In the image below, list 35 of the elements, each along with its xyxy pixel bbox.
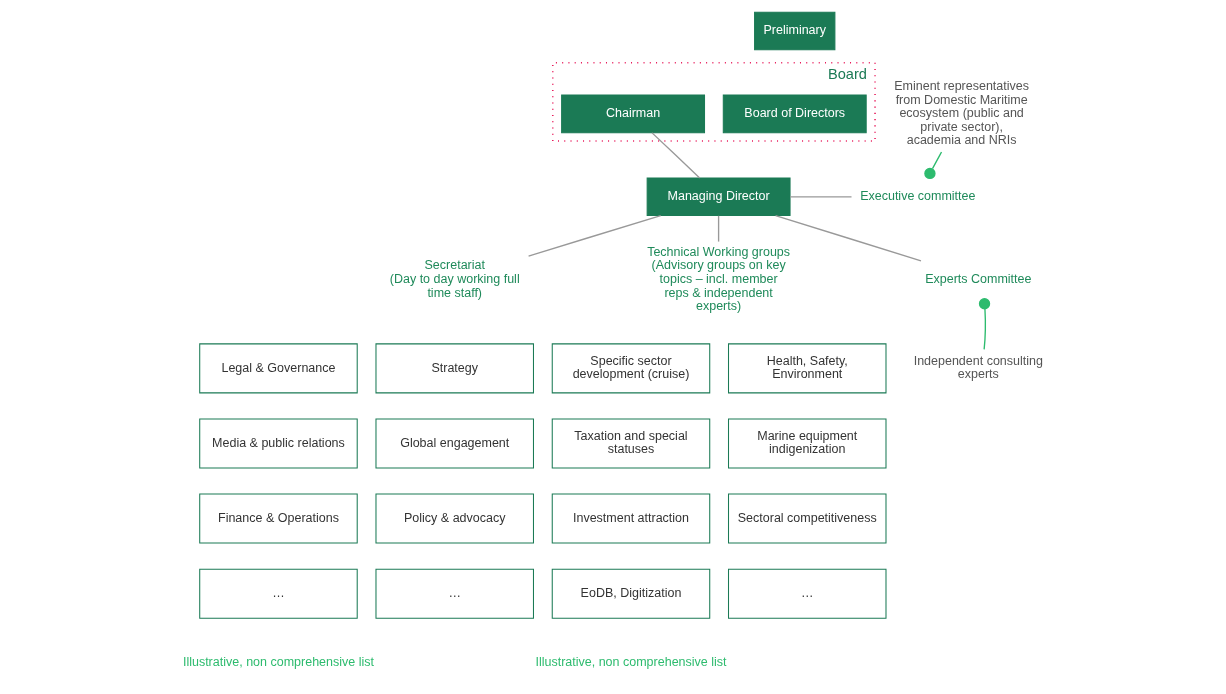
node-text: Experts Committee [925, 271, 1032, 286]
node-box: Policy & advocacy [375, 493, 534, 544]
node-box: Sectoral competitiveness [728, 493, 887, 544]
node-box: Investment attraction [551, 493, 711, 544]
node-box: Managing Director [646, 177, 791, 217]
label: Preliminary [763, 23, 826, 38]
node-box: Global engagement [375, 418, 534, 469]
connector [978, 298, 991, 351]
connector [924, 151, 943, 180]
node-box: Health, Safety, Environment [728, 343, 887, 394]
node-box: Board of Directors [722, 94, 867, 134]
node-box: Marine equipment indigenization [728, 418, 887, 469]
node-text: Independent consulting experts [913, 353, 1043, 382]
node-box: … [199, 568, 358, 619]
connector [717, 215, 720, 243]
label: Illustrative, non comprehensive list [535, 655, 727, 670]
node-box: … [375, 568, 534, 619]
node-box: Specific sector development (cruise) [551, 343, 711, 394]
node-box: EoDB, Digitization [551, 568, 711, 619]
connector [651, 132, 701, 179]
node-text: Executive committee [860, 189, 976, 204]
node-box: Media & public relations [199, 418, 358, 469]
node-text: Secretariat (Day to day working full time staff) [389, 258, 520, 300]
node-text: Technical Working groups (Advisory groups on key topics – incl. member reps & independent experts) [647, 244, 791, 314]
connector [789, 196, 853, 198]
node-box: Legal & Governance [199, 343, 358, 394]
connector [774, 214, 922, 262]
label: Illustrative, non comprehensive list [182, 655, 374, 670]
node-box: Chairman [561, 94, 706, 134]
node-box: Strategy [375, 343, 534, 394]
node-box: Taxation and special statuses [551, 418, 711, 469]
node-box: … [728, 568, 887, 619]
node-text: Eminent representatives from Domestic Maritime ecosystem (public and private sector), academia and NRIs [894, 79, 1030, 148]
node-box: Finance & Operations [199, 493, 358, 544]
connector [527, 214, 662, 257]
